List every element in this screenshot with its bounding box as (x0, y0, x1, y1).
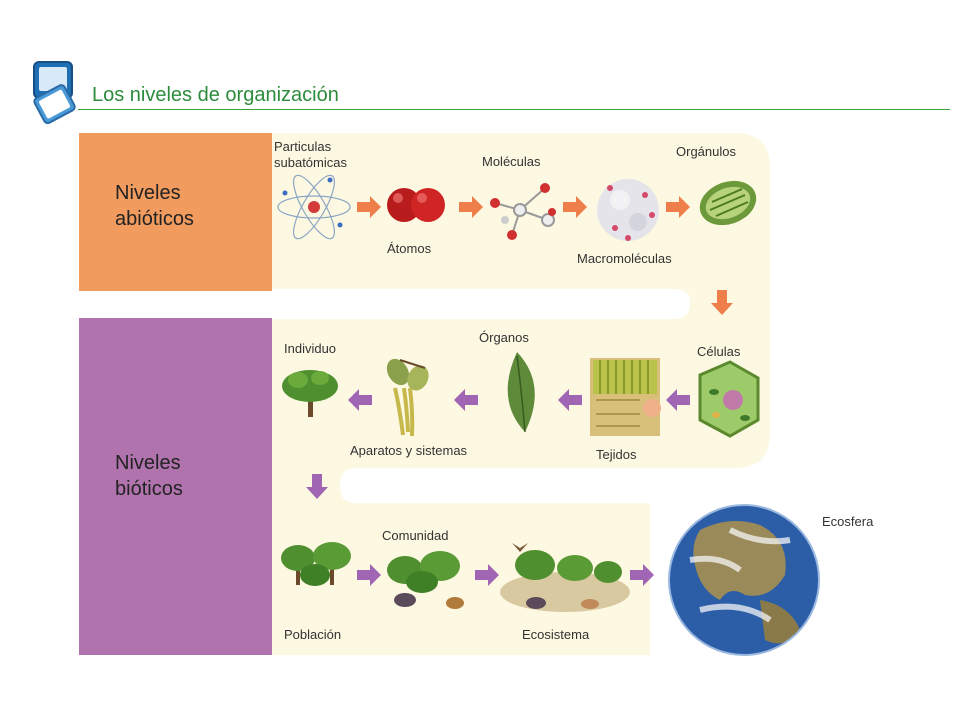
label-subatomic-particles: Particulas subatómicas (274, 139, 347, 170)
arrow-individual-to-population (306, 474, 328, 499)
slide-logo-icon (33, 61, 76, 125)
atoms-icon (387, 188, 445, 222)
arrow-organelles-to-cells (711, 290, 733, 315)
arrow-subatomic-to-atoms (357, 196, 381, 218)
organelles-icon (699, 180, 757, 226)
label-population: Población (284, 627, 342, 642)
organs-icon (507, 352, 535, 433)
label-ecosphere: Ecosfera (822, 514, 874, 529)
label-macromolecules: Macromoléculas (577, 251, 672, 266)
ecosphere-icon (668, 504, 820, 656)
subatomic-particles-icon (277, 174, 351, 240)
label-ecosystem: Ecosistema (522, 627, 590, 642)
abiotic-levels-title: Niveles abióticos (115, 182, 194, 230)
arrow-row1 (357, 196, 733, 315)
arrow-community-to-ecosystem (475, 564, 499, 586)
tissues-icon (590, 358, 661, 436)
population-icon (281, 542, 351, 586)
label-molecules: Moléculas (482, 154, 541, 169)
abiotic-panel (79, 133, 272, 291)
arrow-macromolecules-to-organelles (666, 196, 690, 218)
ecosystem-icon (500, 543, 630, 612)
macromolecules-icon (597, 179, 659, 241)
molecules-icon (490, 183, 556, 240)
label-cells: Células (697, 344, 741, 359)
community-icon (387, 551, 464, 609)
label-tissues: Tejidos (596, 447, 637, 462)
label-community: Comunidad (382, 528, 449, 543)
label-organs: Órganos (479, 330, 529, 345)
arrow-organs-to-systems (454, 389, 478, 411)
arrow-systems-to-individual (348, 389, 372, 411)
arrow-row3 (357, 564, 654, 586)
cells-icon (698, 360, 760, 438)
title-divider (78, 109, 950, 110)
arrow-atoms-to-molecules (459, 196, 483, 218)
arrow-ecosystem-to-ecosphere (630, 564, 654, 586)
biotic-levels-title: Niveles bióticos (115, 452, 183, 500)
arrow-molecules-to-macromolecules (563, 196, 587, 218)
arrow-tissues-to-organs (558, 389, 582, 411)
slide-title: Los niveles de organización (92, 84, 339, 106)
arrow-row2 (306, 389, 690, 499)
label-organelles: Orgánulos (676, 144, 736, 159)
arrow-population-to-community (357, 564, 381, 586)
systems-icon (386, 358, 429, 437)
individual-icon (282, 370, 338, 417)
label-atoms: Átomos (387, 241, 432, 256)
arrow-cells-to-tissues (666, 389, 690, 411)
label-individual: Individuo (284, 341, 337, 356)
biotic-panel (79, 318, 272, 655)
label-systems: Aparatos y sistemas (350, 443, 468, 458)
